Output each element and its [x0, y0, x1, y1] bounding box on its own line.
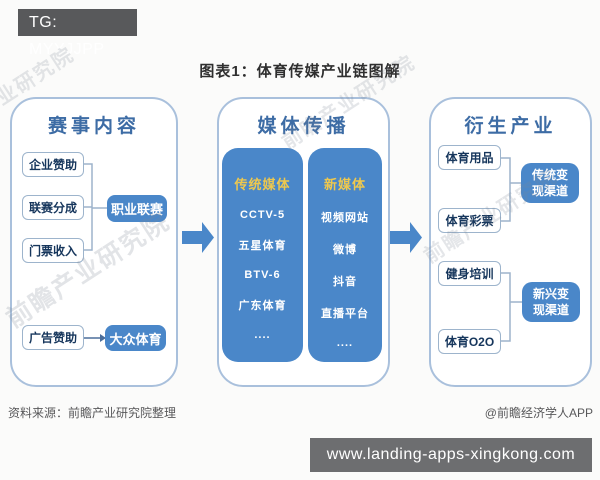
- tag-banner: TG: MYYJJPP: [18, 9, 137, 58]
- footer-url-bar: www.landing-apps-xingkong.com: [310, 438, 592, 472]
- traditional-media-item: BTV-6: [244, 269, 281, 281]
- box-ticket-income: 门票收入: [22, 238, 84, 263]
- new-media-label: 新媒体: [323, 177, 366, 192]
- box-sports-lottery: 体育彩票: [438, 208, 501, 233]
- traditional-media-item: 五星体育: [238, 240, 287, 252]
- box-league-revenue-share: 联赛分成: [22, 195, 84, 220]
- flow-arrow-mid-to-right: [390, 222, 422, 253]
- box-traditional-monetization: 传统变现渠道: [521, 163, 579, 203]
- column-traditional-media: 传统媒体 CCTV-5 五星体育 BTV-6 广东体育 ....: [222, 148, 303, 362]
- box-ad-sponsorship: 广告赞助: [22, 325, 84, 350]
- new-media-item: 微博: [333, 244, 357, 256]
- traditional-media-item: CCTV-5: [239, 209, 286, 221]
- box-fitness-training: 健身培训: [438, 261, 501, 286]
- box-emerging-monetization: 新兴变现渠道: [522, 282, 580, 322]
- traditional-media-label: 传统媒体: [234, 177, 291, 192]
- source-note: 资料来源：前瞻产业研究院整理: [8, 406, 177, 420]
- traditional-media-item: 广东体育: [238, 300, 287, 312]
- panel-title-media-spread: 媒体传播: [257, 116, 350, 137]
- box-sports-o2o: 体育O2O: [438, 329, 501, 354]
- figure-title: 图表1：体育传媒产业链图解: [199, 63, 401, 80]
- new-media-item: 抖音: [333, 276, 357, 288]
- new-media-item: 视频网站: [321, 212, 369, 224]
- box-corporate-sponsorship: 企业赞助: [22, 152, 84, 177]
- column-new-media: 新媒体 视频网站 微博 抖音 直播平台 ....: [308, 148, 382, 362]
- new-media-item: ....: [336, 337, 354, 349]
- new-media-item: 直播平台: [321, 308, 369, 320]
- credit-line: @前瞻经济学人APP: [484, 406, 593, 420]
- panel-title-derived-industry: 衍生产业: [464, 116, 557, 137]
- box-professional-league: 职业联赛: [107, 195, 167, 222]
- flow-arrow-left-to-mid: [182, 222, 214, 253]
- box-sporting-goods: 体育用品: [438, 145, 501, 170]
- traditional-media-item: ....: [254, 329, 271, 341]
- panel-title-event-content: 赛事内容: [47, 116, 140, 137]
- box-mass-sports: 大众体育: [105, 325, 166, 351]
